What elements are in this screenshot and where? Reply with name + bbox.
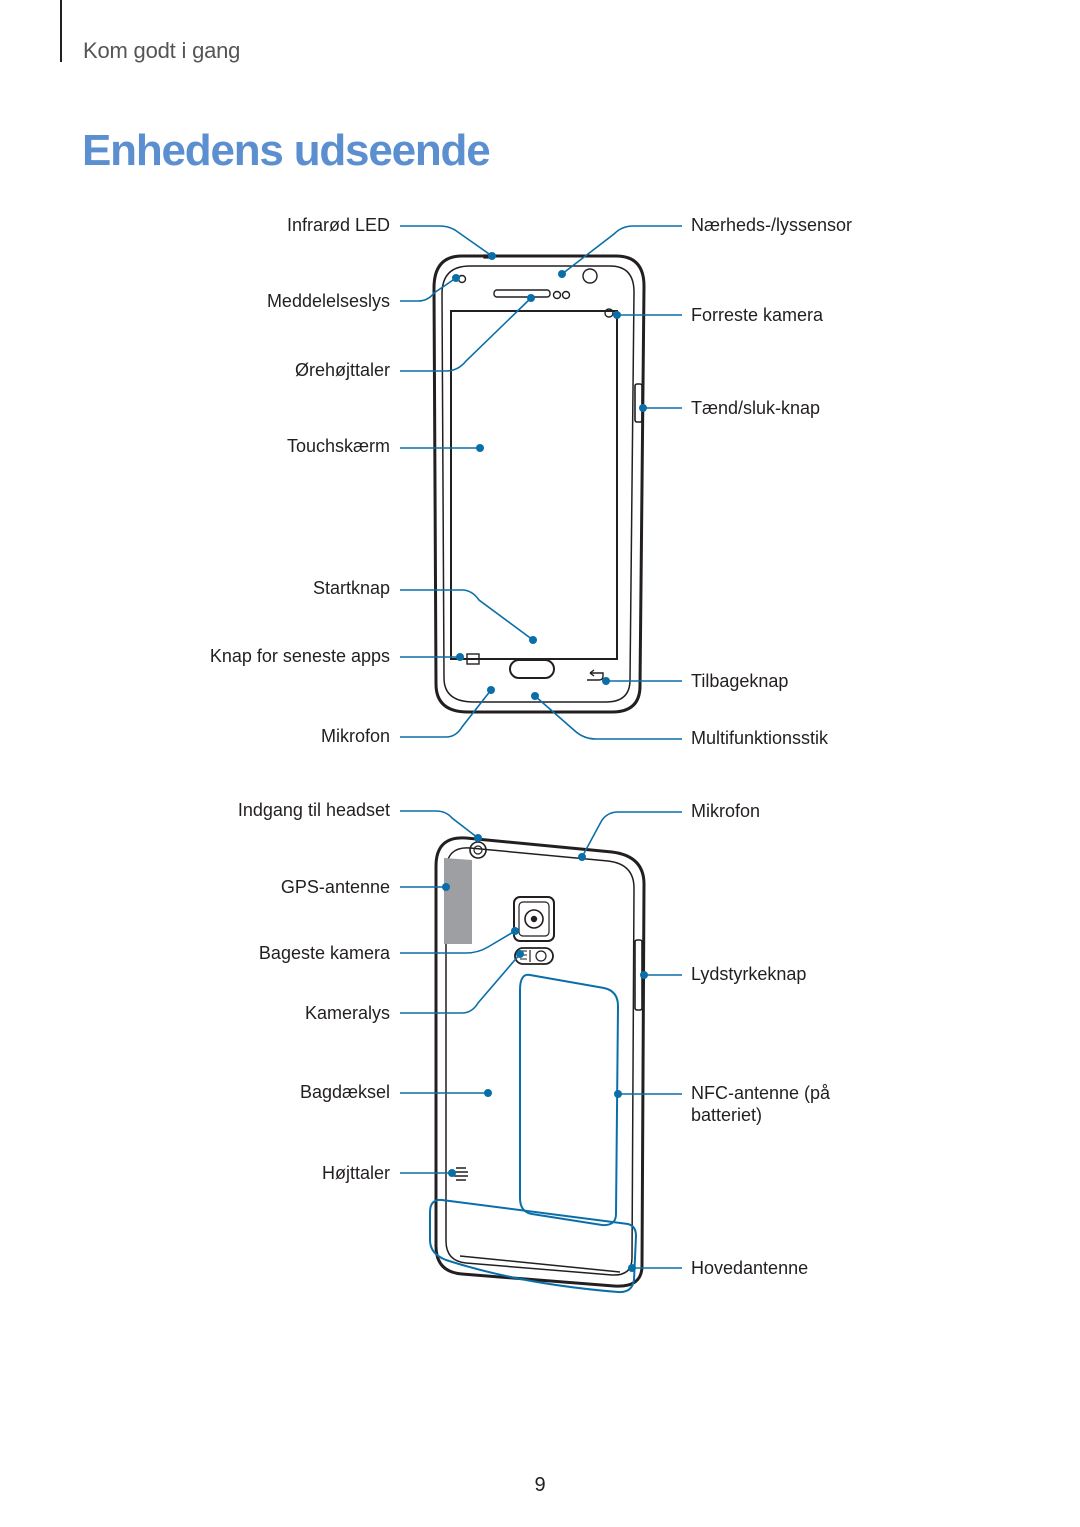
label-front-camera: Forreste kamera: [691, 305, 824, 325]
label-earpiece: Ørehøjttaler: [294, 360, 390, 380]
page-title: Enhedens udseende: [82, 126, 491, 175]
label-speaker: Højttaler: [321, 1163, 390, 1183]
front-callout-dots: [452, 252, 647, 700]
label-recent-apps-key: Knap for seneste apps: [209, 646, 390, 666]
label-nfc-antenna-line2: batteriet): [691, 1105, 763, 1125]
label-power-key: Tænd/sluk-knap: [691, 398, 821, 418]
label-flash: Kameralys: [304, 1003, 390, 1023]
label-volume-key: Lydstyrkeknap: [691, 964, 807, 984]
label-back-cover: Bagdæksel: [299, 1082, 390, 1102]
label-nfc-antenna-line1: NFC-antenne (på: [691, 1083, 831, 1103]
label-home-key: Startknap: [312, 578, 390, 598]
label-infrared-led: Infrarød LED: [286, 215, 390, 235]
label-microphone-front: Mikrofon: [320, 726, 390, 746]
front-phone: [432, 254, 646, 714]
back-callout-lines: [400, 810, 682, 1269]
label-main-antenna: Hovedantenne: [691, 1258, 809, 1278]
chapter-title: Kom godt i gang: [83, 38, 241, 63]
label-touchscreen: Touchskærm: [286, 436, 390, 456]
front-callout-lines: [400, 225, 682, 740]
nfc-antenna-outline: [519, 973, 620, 1227]
label-headset-jack: Indgang til headset: [237, 800, 390, 820]
label-gps-antenna: GPS-antenne: [280, 877, 390, 897]
label-proximity-sensor: Nærheds-/lyssensor: [691, 215, 853, 235]
label-microphone-back: Mikrofon: [691, 801, 761, 821]
chapter-side-rule: [60, 0, 62, 62]
label-rear-camera: Bageste kamera: [258, 943, 390, 963]
gps-antenna-area: [444, 858, 472, 944]
back-callout-dots: [442, 834, 648, 1272]
label-notification-light: Meddelelseslys: [266, 291, 390, 311]
main-antenna-outline: [429, 1198, 638, 1294]
page-number: 9: [534, 1474, 546, 1496]
label-back-key: Tilbageknap: [691, 671, 789, 691]
label-multipurpose-jack: Multifunktionsstik: [691, 728, 829, 748]
